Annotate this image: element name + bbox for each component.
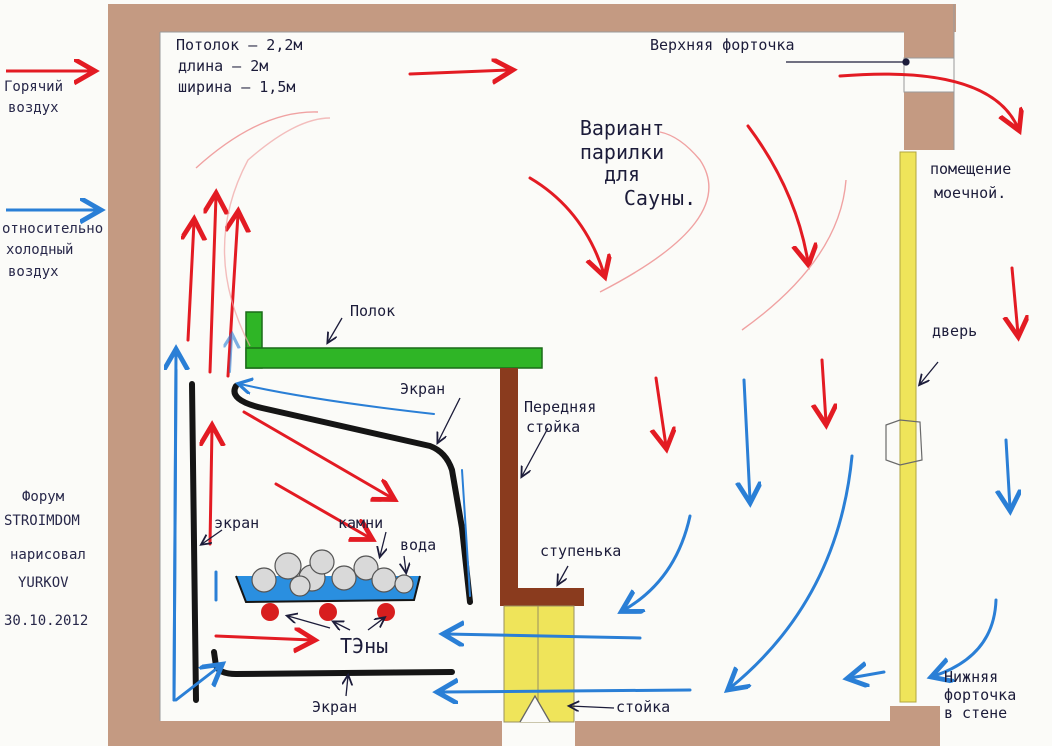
label-door: дверь [932, 322, 978, 340]
label-front-post-2: стойка [526, 418, 581, 436]
label-lower-vent-3: в стене [944, 704, 1008, 722]
screen-bottom-bar [211, 649, 455, 677]
cold-arrow [744, 378, 750, 500]
stones [251, 549, 414, 597]
hot-arrow [838, 72, 1018, 128]
label-water: вода [400, 536, 437, 554]
hot-arrow [188, 222, 194, 342]
dim-width: ширина – 1,5м [178, 78, 296, 96]
hot-arrow [822, 358, 826, 422]
heaters [261, 603, 395, 621]
hot-arrow [746, 124, 808, 262]
lower-post-notch [519, 694, 551, 723]
title-line-4: Сауны. [623, 186, 697, 210]
heater [261, 603, 279, 621]
credit-drew-label: нарисовал [10, 547, 86, 563]
hot-arrow [656, 376, 666, 446]
credit-author: YURKOV [18, 575, 69, 591]
cold-arrow [624, 514, 692, 610]
hot-air-arrows [188, 70, 1018, 640]
label-wash-room-1: помещение [930, 160, 1012, 178]
outer-walls [108, 4, 956, 746]
cold-arrow [240, 384, 435, 415]
hot-arrow [408, 70, 510, 74]
cold-arrow [230, 336, 232, 373]
cold-arrow [174, 352, 176, 702]
label-front-post-1: Передняя [524, 398, 597, 416]
door-handle [885, 419, 923, 466]
screen-top-curved [231, 383, 473, 605]
label-upper-vent: Верхняя форточка [650, 36, 795, 54]
hot-arrow [1012, 266, 1018, 334]
wall-left [108, 4, 160, 726]
cold-air-arrows [174, 336, 1010, 700]
cold-arrow [461, 469, 471, 597]
legend-hot-line-2: воздух [8, 100, 59, 116]
label-step: ступенька [540, 542, 622, 560]
cold-arrow [1006, 438, 1010, 508]
front-post [500, 368, 584, 606]
screen-left-bar [189, 381, 199, 703]
step-board [500, 588, 584, 606]
front-post-bar [500, 368, 518, 606]
faint-hot-arrows [195, 111, 847, 347]
cold-arrow [850, 672, 886, 678]
label-shelf: Полок [350, 302, 396, 320]
hot-arrow [210, 428, 212, 546]
dim-length: длина – 2м [178, 57, 269, 75]
lower-post [503, 605, 575, 723]
wall-vent-block-1 [904, 28, 954, 58]
cold-arrow [174, 666, 220, 702]
heater [377, 603, 395, 621]
legend-cold-line-1: относительно [2, 221, 104, 237]
cold-arrow [446, 634, 642, 638]
label-stones: камни [338, 514, 384, 532]
label-lower-vent-2: форточка [944, 686, 1017, 704]
credit-forum-name: STROIMDOM [4, 513, 80, 529]
title-line-3: для [603, 162, 641, 186]
label-screen-top: Экран [400, 380, 446, 398]
hot-arrow [528, 176, 604, 274]
stove [235, 549, 421, 621]
cold-arrow [934, 598, 998, 676]
cold-arrow [730, 454, 854, 688]
label-screen-bottom: Экран [312, 698, 358, 716]
wall-low-block [890, 706, 940, 746]
hot-arrow [242, 410, 392, 498]
cold-arrow [440, 690, 692, 692]
wall-vent-block-2 [904, 92, 954, 150]
leader-lines [202, 58, 939, 708]
heater [319, 603, 337, 621]
title-line-2: парилки [579, 140, 665, 164]
credit-forum-label: Форум [22, 489, 65, 505]
dim-ceiling: Потолок – 2,2м [176, 36, 303, 54]
label-lower-vent-1: Нижняя [944, 668, 999, 686]
label-heaters: ТЭны [340, 634, 389, 658]
hot-arrow [210, 196, 216, 374]
title-line-1: Вариант [579, 116, 665, 140]
label-wash-room-2: моечной. [934, 184, 1007, 202]
legend-cold-line-2: холодный [6, 242, 74, 258]
wall-bottom [108, 721, 502, 746]
label-post: стойка [616, 698, 671, 716]
credit-date: 30.10.2012 [4, 613, 89, 629]
hot-arrow [228, 214, 238, 378]
wall-outlines [159, 4, 955, 721]
label-screen-left: экран [214, 514, 260, 532]
door [899, 151, 917, 703]
hot-arrow [214, 636, 312, 640]
shelf [245, 311, 543, 369]
legend-hot-line-1: Горячий [4, 79, 64, 95]
legend-cold-line-3: воздух [8, 264, 59, 280]
shelf-board [245, 347, 543, 369]
wall-top [108, 4, 956, 32]
wall-bottom-right [575, 721, 895, 746]
hot-arrow [274, 482, 370, 538]
